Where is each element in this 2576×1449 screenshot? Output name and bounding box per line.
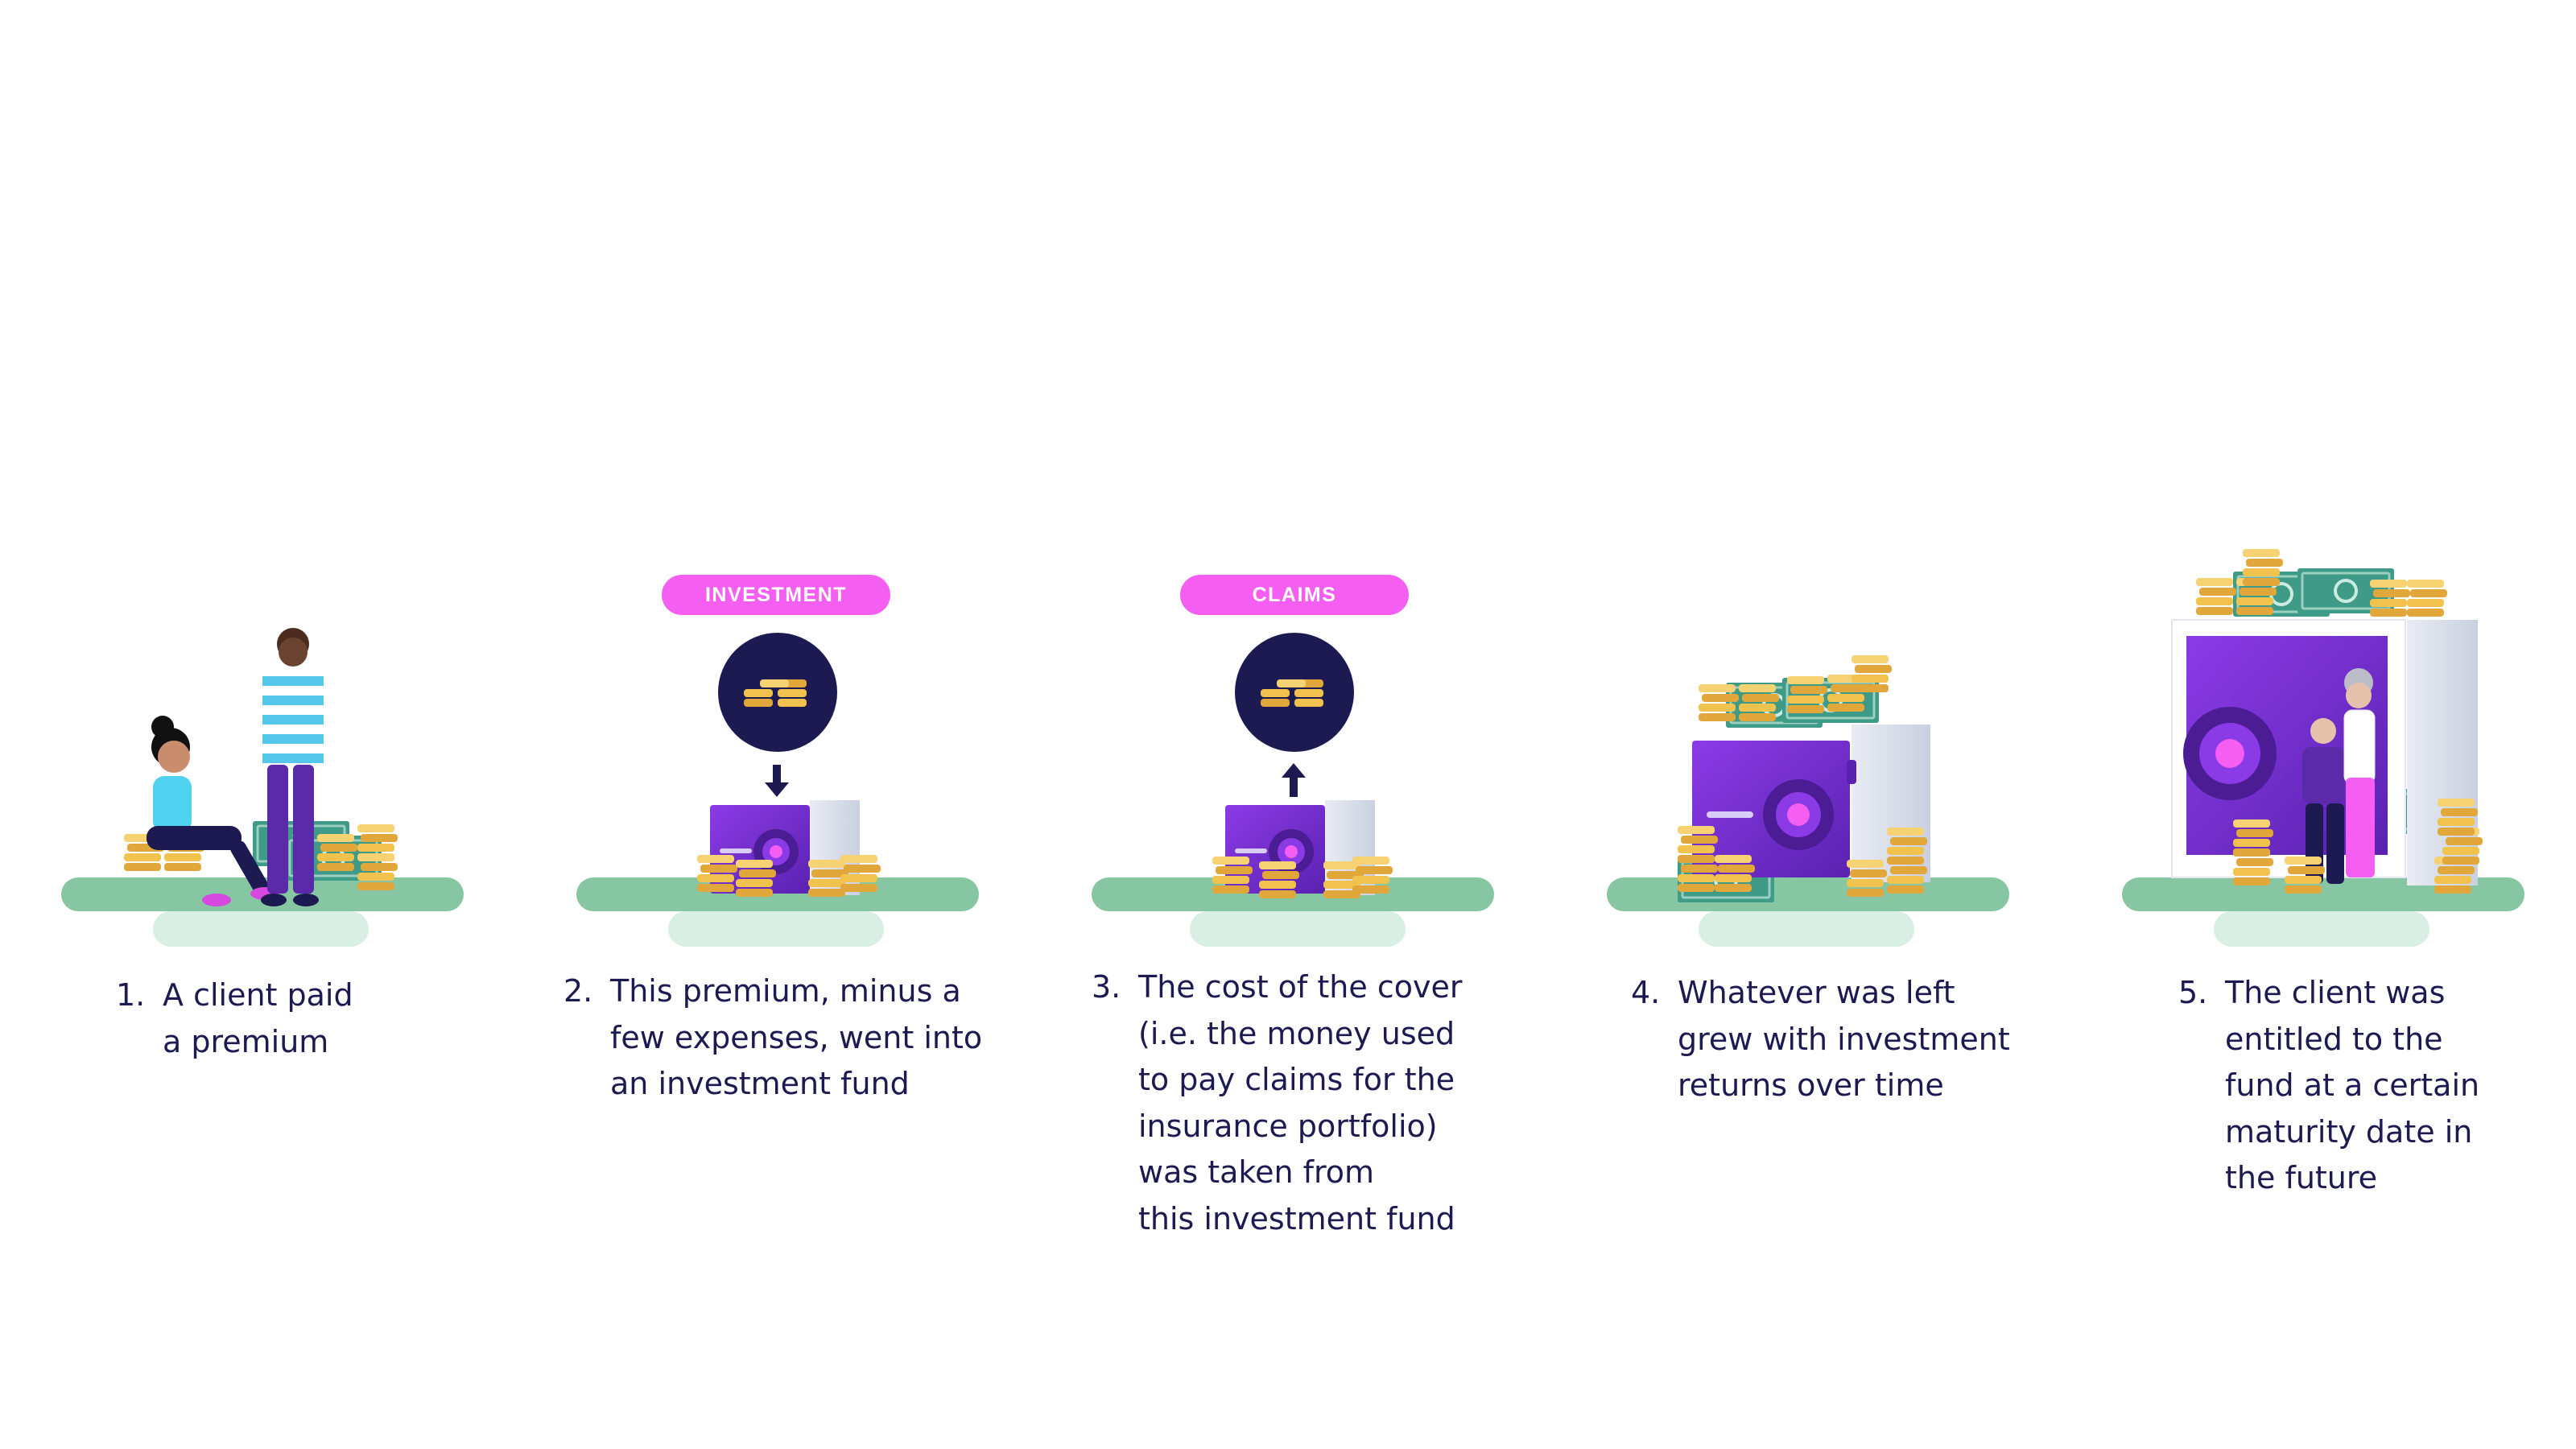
step-2: INVESTMENT bbox=[564, 0, 1082, 1449]
step-number: 1. bbox=[116, 977, 146, 1013]
claims-paid-illustration bbox=[1092, 633, 1494, 947]
step-3: CLAIMS bbox=[1082, 0, 1597, 1449]
ground-strip bbox=[1607, 877, 2009, 911]
step-text: This premium, minus a few expenses, went… bbox=[610, 973, 983, 1101]
step-text: The cost of the cover (i.e. the money us… bbox=[1138, 969, 1463, 1236]
down-arrow-icon bbox=[765, 765, 789, 797]
ground-strip bbox=[2122, 877, 2524, 911]
safe-icon bbox=[1692, 724, 1930, 882]
step-number: 5. bbox=[2178, 975, 2208, 1010]
investment-badge: INVESTMENT bbox=[662, 575, 890, 615]
client-paying-premium-illustration bbox=[61, 628, 464, 947]
elderly-woman-figure bbox=[2343, 668, 2376, 877]
fund-growth-illustration bbox=[1607, 655, 2009, 947]
fund-maturity-illustration bbox=[2122, 549, 2524, 947]
ground-shadow bbox=[1699, 911, 1914, 947]
step-text: The client was entitled to the fund at a… bbox=[2225, 975, 2480, 1195]
step-number: 3. bbox=[1092, 969, 1121, 1005]
step-text: A client paid a premium bbox=[163, 977, 353, 1059]
standing-man-figure bbox=[261, 628, 324, 906]
ground-strip bbox=[576, 877, 979, 911]
up-arrow-icon bbox=[1282, 763, 1306, 797]
ground-shadow bbox=[668, 911, 884, 947]
step-number: 4. bbox=[1631, 975, 1661, 1010]
ground-shadow bbox=[153, 911, 369, 947]
step-1: 1. A client paid a premium bbox=[52, 0, 567, 1449]
step-5: 5. The client was entitled to the fund a… bbox=[2112, 0, 2576, 1449]
step-4: 4. Whatever was left grew with investmen… bbox=[1597, 0, 2112, 1449]
investment-fund-illustration bbox=[576, 633, 979, 947]
step-text: Whatever was left grew with investment r… bbox=[1678, 975, 2010, 1103]
claims-badge: CLAIMS bbox=[1180, 575, 1409, 615]
vault-door bbox=[2407, 620, 2478, 886]
ground-shadow bbox=[2214, 911, 2429, 947]
ground-shadow bbox=[1190, 911, 1406, 947]
step-number: 2. bbox=[564, 973, 593, 1009]
